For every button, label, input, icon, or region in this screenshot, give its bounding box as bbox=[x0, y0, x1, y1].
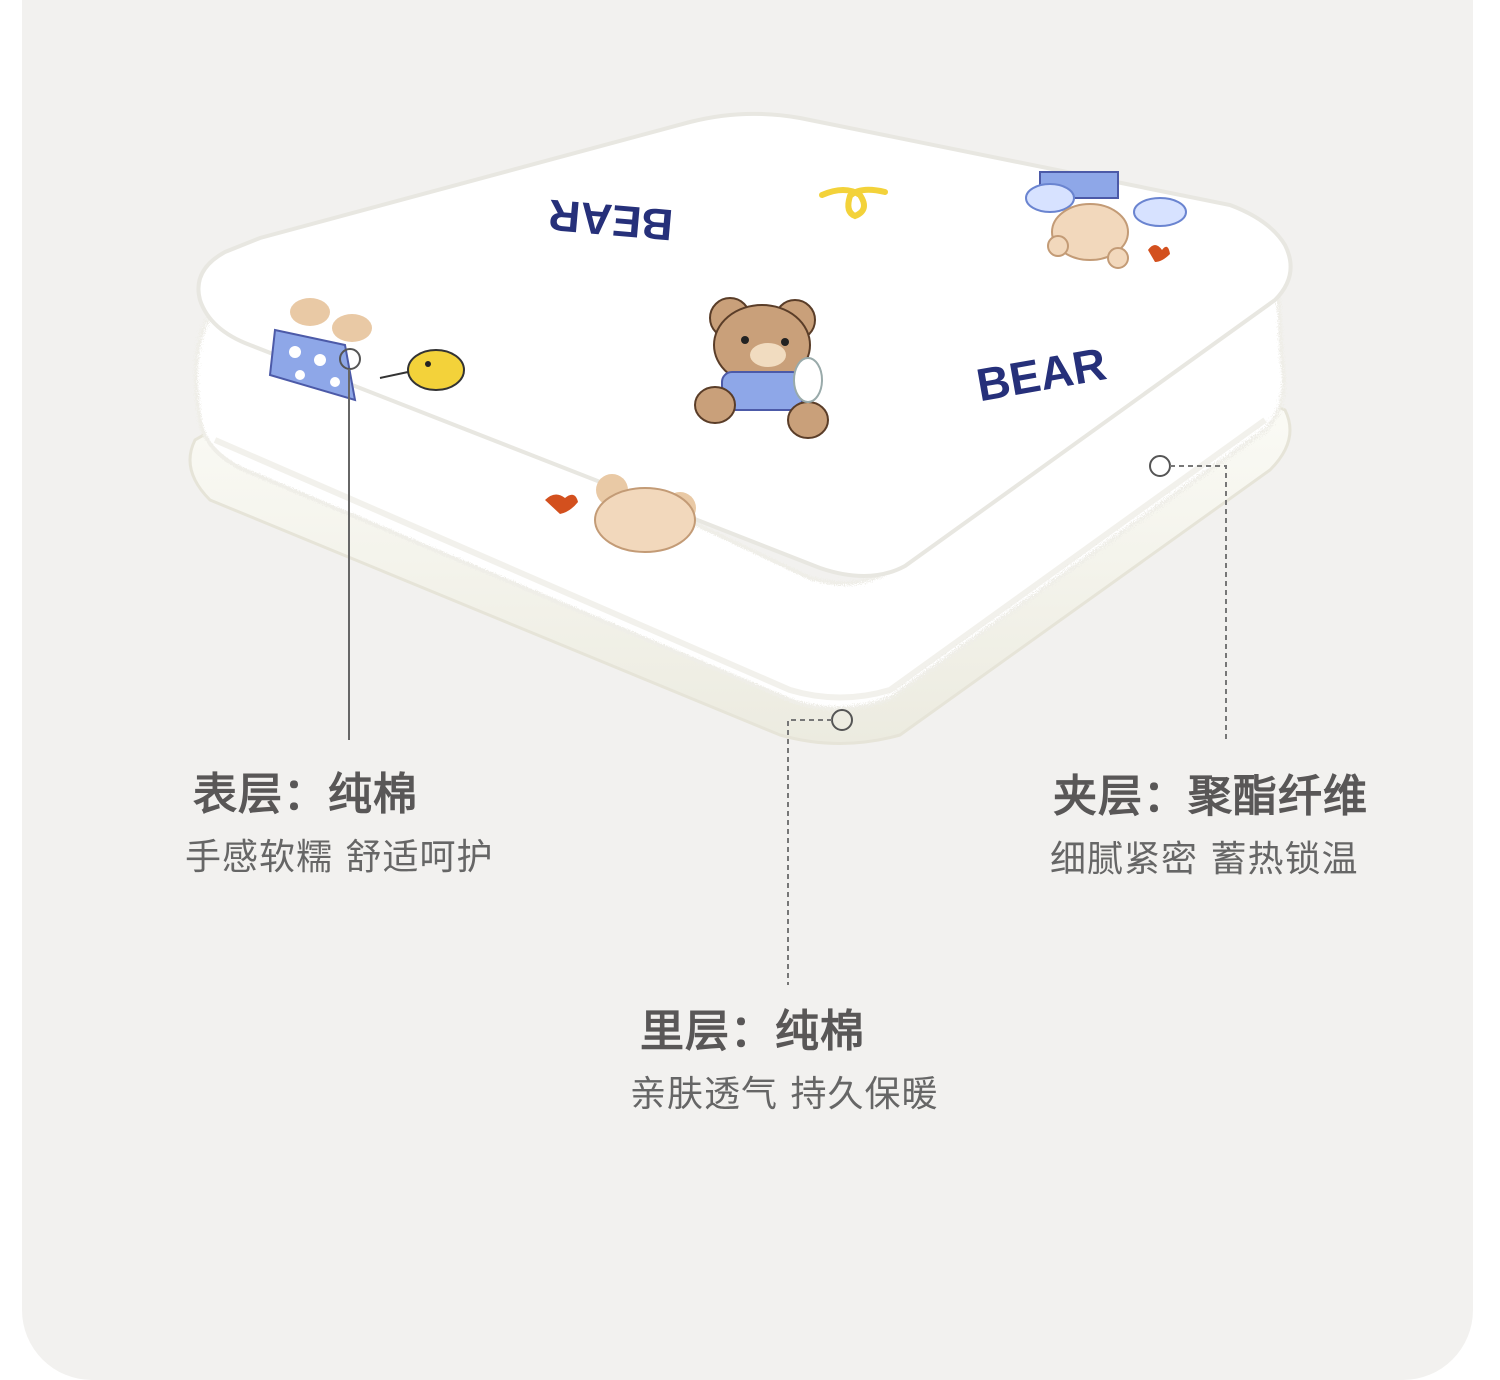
top-layer-desc: 手感软糯 舒适呵护 bbox=[185, 837, 494, 878]
bottom-layer-leader bbox=[787, 709, 853, 985]
middle-layer-desc: 细腻紧密 蓄热锁温 bbox=[1050, 839, 1359, 880]
bottom-layer-title: 里层：纯棉 bbox=[640, 1006, 865, 1057]
top-layer-label: 表层：纯棉 手感软糯 舒适呵护 bbox=[185, 758, 493, 880]
middle-layer-leader bbox=[1149, 455, 1227, 740]
middle-layer-title: 夹层：聚酯纤维 bbox=[1053, 771, 1368, 822]
bear-print-text-1: BEAR bbox=[546, 190, 674, 250]
quilt-layer-illustration: BEAR BEAR bbox=[188, 111, 1293, 985]
bottom-bear-print bbox=[545, 474, 696, 553]
middle-layer-label: 夹层：聚酯纤维 细腻紧密 蓄热锁温 bbox=[1050, 760, 1368, 882]
top-layer-title: 表层：纯棉 bbox=[193, 769, 418, 820]
left-bear-print bbox=[268, 298, 465, 402]
center-bear-print bbox=[694, 297, 829, 439]
yellow-doodle bbox=[819, 186, 888, 220]
bottom-layer-label: 里层：纯棉 亲肤透气 持久保暖 bbox=[630, 995, 938, 1117]
top-right-bear-print bbox=[1025, 171, 1187, 269]
top-layer-leader bbox=[339, 348, 361, 740]
bottom-layer-desc: 亲肤透气 持久保暖 bbox=[630, 1074, 939, 1115]
